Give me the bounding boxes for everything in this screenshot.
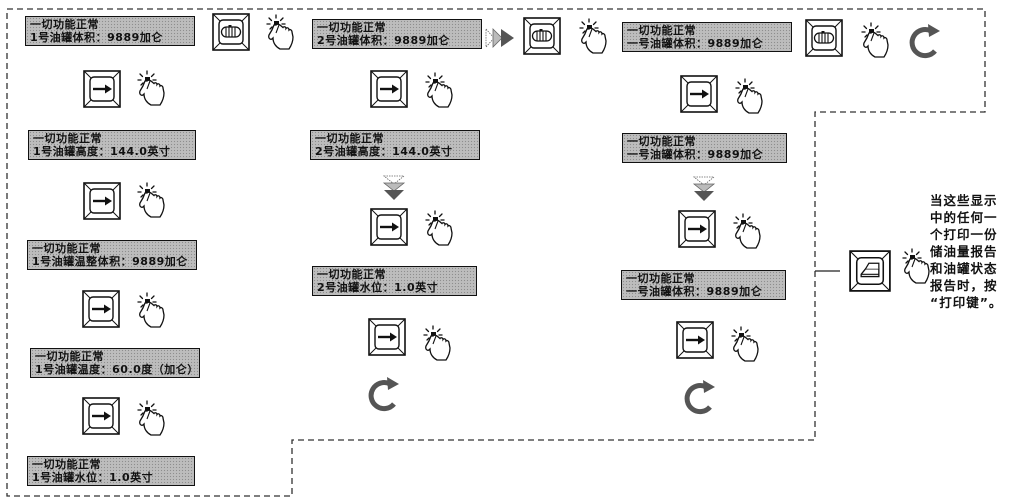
note-line: 当这些显示 [930, 193, 998, 208]
pointing-hand-icon [136, 182, 166, 218]
reading-line: 1号油罐体积：9889加仑 [30, 31, 163, 44]
step-key-button[interactable] [82, 397, 120, 435]
step-key-button[interactable] [370, 208, 408, 246]
pointing-hand-icon [734, 78, 764, 114]
note-line: 个打印一份 [930, 227, 998, 242]
pointing-hand-icon [424, 210, 454, 246]
display-screen-tank1-temp-volume: 一切功能正常 1号油罐温整体积：9889加仑 [27, 240, 197, 270]
status-line: 一切功能正常 [33, 132, 102, 145]
display-screen-tank2-height: 一切功能正常 2号油罐高度：144.0英寸 [310, 130, 480, 160]
reading-line: 1号油罐温整体积：9889加仑 [32, 255, 188, 268]
display-screen-tank-volume-2: 一切功能正常 一号油罐体积：9889加仑 [622, 133, 787, 163]
reading-line: 1号油罐水位：1.0英寸 [32, 471, 154, 484]
status-line: 一切功能正常 [627, 135, 696, 148]
step-key-button[interactable] [678, 210, 716, 248]
reading-line: 一号油罐体积：9889加仑 [627, 37, 764, 50]
tank-key-button[interactable] [805, 19, 843, 57]
status-line: 一切功能正常 [626, 272, 695, 285]
display-screen-tank1-height: 一切功能正常 1号油罐高度：144.0英寸 [28, 130, 196, 160]
cycle-arrow-icon [905, 22, 945, 62]
status-line: 一切功能正常 [32, 242, 101, 255]
reading-line: 1号油罐高度：144.0英寸 [33, 145, 171, 158]
step-key-button[interactable] [676, 321, 714, 359]
pointing-hand-icon [578, 18, 608, 54]
note-line: 报告时，按 [930, 278, 998, 293]
status-line: 一切功能正常 [627, 24, 696, 37]
tank-key-button[interactable] [212, 13, 250, 51]
reading-line: 2号油罐水位：1.0英寸 [317, 281, 439, 294]
pointing-hand-icon [901, 248, 931, 284]
note-line: 储油量报告 [930, 244, 998, 259]
display-screen-tank-volume-1: 一切功能正常 一号油罐体积：9889加仑 [622, 22, 792, 52]
status-line: 一切功能正常 [30, 18, 99, 31]
pointing-hand-icon [136, 70, 166, 106]
step-key-button[interactable] [82, 290, 120, 328]
status-line: 一切功能正常 [315, 132, 384, 145]
display-screen-tank1-temperature: 一切功能正常 1号油罐温度：60.0度（加仑） [30, 348, 200, 378]
print-key-button[interactable] [849, 250, 891, 292]
display-screen-tank1-volume: 一切功能正常 1号油罐体积：9889加仑 [25, 16, 195, 46]
status-line: 一切功能正常 [317, 21, 386, 34]
note-line: 和油罐状态 [930, 261, 998, 276]
step-key-button[interactable] [83, 70, 121, 108]
display-screen-tank-volume-3: 一切功能正常 一号油罐体积：9889加仑 [621, 270, 786, 300]
status-line: 一切功能正常 [32, 458, 101, 471]
note-line: 中的任何一 [930, 210, 998, 225]
note-line: “打印键”。 [930, 295, 1003, 310]
pointing-hand-icon [732, 213, 762, 249]
cycle-arrow-icon [680, 378, 720, 418]
print-instruction-note: 当这些显示 中的任何一 个打印一份 储油量报告 和油罐状态 报告时，按 “打印键… [930, 192, 1030, 311]
status-line: 一切功能正常 [317, 268, 386, 281]
down-arrow-icon [692, 176, 716, 202]
display-screen-tank2-volume: 一切功能正常 2号油罐体积：9889加仑 [312, 19, 482, 49]
next-arrow-icon [485, 27, 517, 49]
pointing-hand-icon [424, 72, 454, 108]
step-key-button[interactable] [368, 318, 406, 356]
reading-line: 一号油罐体积：9889加仑 [627, 148, 764, 161]
reading-line: 1号油罐温度：60.0度（加仑） [35, 363, 199, 376]
pointing-hand-icon [860, 22, 890, 58]
pointing-hand-icon [730, 326, 760, 362]
pointing-hand-icon [265, 14, 295, 50]
step-key-button[interactable] [680, 75, 718, 113]
cycle-arrow-icon [364, 375, 404, 415]
step-key-button[interactable] [370, 70, 408, 108]
pointing-hand-icon [136, 292, 166, 328]
pointing-hand-icon [136, 400, 166, 436]
tank-key-button[interactable] [523, 17, 561, 55]
reading-line: 一号油罐体积：9889加仑 [626, 285, 763, 298]
display-screen-tank2-water: 一切功能正常 2号油罐水位：1.0英寸 [312, 266, 477, 296]
reading-line: 2号油罐高度：144.0英寸 [315, 145, 453, 158]
reading-line: 2号油罐体积：9889加仑 [317, 34, 450, 47]
display-screen-tank1-water: 一切功能正常 1号油罐水位：1.0英寸 [27, 456, 195, 486]
step-key-button[interactable] [83, 182, 121, 220]
down-arrow-icon [382, 175, 406, 201]
pointing-hand-icon [422, 325, 452, 361]
status-line: 一切功能正常 [35, 350, 104, 363]
